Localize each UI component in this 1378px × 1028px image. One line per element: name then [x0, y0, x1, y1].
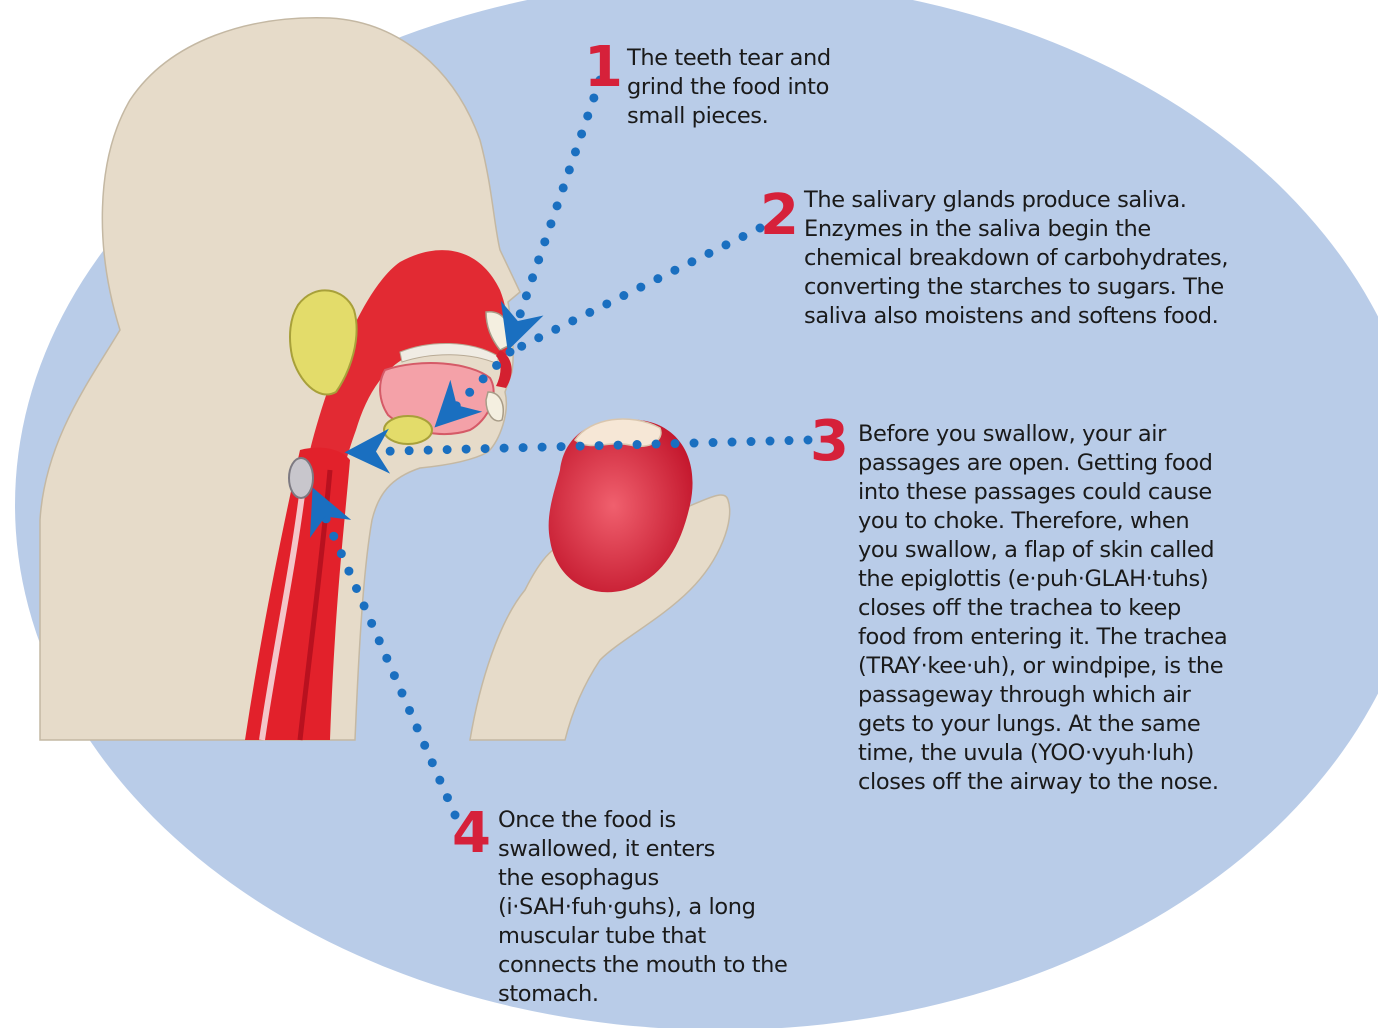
food-bolus — [289, 458, 313, 498]
callout-text-4: Once the food is swallowed, it enters th… — [498, 806, 838, 1009]
callout-number-4: 4 — [452, 806, 491, 862]
callout-number-1: 1 — [584, 40, 623, 96]
callout-text-1: The teeth tear and grind the food into s… — [627, 44, 877, 131]
salivary-gland-small — [384, 416, 432, 444]
callout-number-3: 3 — [810, 414, 849, 470]
callout-text-3: Before you swallow, your air passages ar… — [858, 420, 1288, 797]
callout-text-2: The salivary glands produce saliva. Enzy… — [804, 186, 1304, 331]
callout-number-2: 2 — [760, 188, 799, 244]
